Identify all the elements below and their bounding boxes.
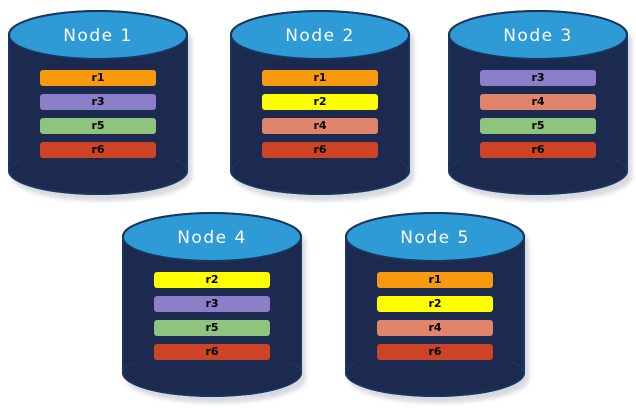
replica-bar[interactable]: r6: [377, 344, 493, 360]
replica-bar[interactable]: r4: [262, 118, 378, 134]
database-node[interactable]: Node 3 r3 r4 r5 r6: [448, 10, 632, 201]
replica-bar-list: r2 r3 r5 r6: [122, 272, 302, 360]
replica-bar[interactable]: r2: [377, 296, 493, 312]
replica-bar[interactable]: r6: [262, 142, 378, 158]
replica-bar-list: r1 r2 r4 r6: [345, 272, 525, 360]
replica-bar[interactable]: r5: [154, 320, 270, 336]
node-label: Node 4: [177, 227, 247, 248]
replica-bar[interactable]: r5: [40, 118, 156, 134]
replica-bar[interactable]: r6: [40, 142, 156, 158]
replica-bar-list: r1 r2 r4 r6: [230, 70, 410, 158]
node-label: Node 5: [400, 227, 470, 248]
database-node[interactable]: Node 4 r2 r3 r5 r6: [122, 212, 306, 403]
replica-bar[interactable]: r1: [377, 272, 493, 288]
replica-bar-label: r5: [205, 320, 219, 334]
replica-bar[interactable]: r4: [480, 94, 596, 110]
database-node[interactable]: Node 2 r1 r2 r4 r6: [230, 10, 414, 201]
replica-bar[interactable]: r1: [40, 70, 156, 86]
replica-bar-label: r2: [428, 296, 442, 310]
replica-bar-label: r3: [205, 296, 219, 310]
database-node[interactable]: Node 5 r1 r2 r4 r6: [345, 212, 529, 403]
replica-bar-label: r4: [428, 320, 442, 334]
replica-bar-label: r5: [531, 118, 545, 132]
replica-bar-label: r4: [313, 118, 327, 132]
replica-bar[interactable]: r6: [154, 344, 270, 360]
cylinder-top-ellipse: Node 2: [230, 10, 410, 60]
replica-bar[interactable]: r6: [480, 142, 596, 158]
cylinder-top-ellipse: Node 3: [448, 10, 628, 60]
replica-bar-label: r6: [313, 142, 327, 156]
replica-bar-label: r6: [205, 344, 219, 358]
replica-bar[interactable]: r3: [480, 70, 596, 86]
replica-bar-label: r3: [91, 94, 105, 108]
replica-bar[interactable]: r3: [40, 94, 156, 110]
replica-bar[interactable]: r4: [377, 320, 493, 336]
replica-bar-list: r1 r3 r5 r6: [8, 70, 188, 158]
cylinder-top-ellipse: Node 1: [8, 10, 188, 60]
replica-bar-label: r1: [91, 70, 105, 84]
node-label: Node 3: [503, 25, 573, 46]
replica-bar-label: r6: [91, 142, 105, 156]
replica-bar-label: r1: [428, 272, 442, 286]
replica-bar-label: r5: [91, 118, 105, 132]
cylinder-top-ellipse: Node 4: [122, 212, 302, 262]
replica-bar-label: r3: [531, 70, 545, 84]
replica-bar-label: r4: [531, 94, 545, 108]
replica-bar[interactable]: r2: [262, 94, 378, 110]
cylinder-top-ellipse: Node 5: [345, 212, 525, 262]
replica-bar-label: r1: [313, 70, 327, 84]
replica-bar-label: r6: [428, 344, 442, 358]
replica-bar-label: r6: [531, 142, 545, 156]
node-label: Node 1: [63, 25, 133, 46]
replica-bar[interactable]: r5: [480, 118, 596, 134]
replica-bar-label: r2: [205, 272, 219, 286]
replica-bar-list: r3 r4 r5 r6: [448, 70, 628, 158]
replica-bar-label: r2: [313, 94, 327, 108]
node-label: Node 2: [285, 25, 355, 46]
replica-bar[interactable]: r1: [262, 70, 378, 86]
database-node[interactable]: Node 1 r1 r3 r5 r6: [8, 10, 192, 201]
replica-bar[interactable]: r3: [154, 296, 270, 312]
replica-bar[interactable]: r2: [154, 272, 270, 288]
